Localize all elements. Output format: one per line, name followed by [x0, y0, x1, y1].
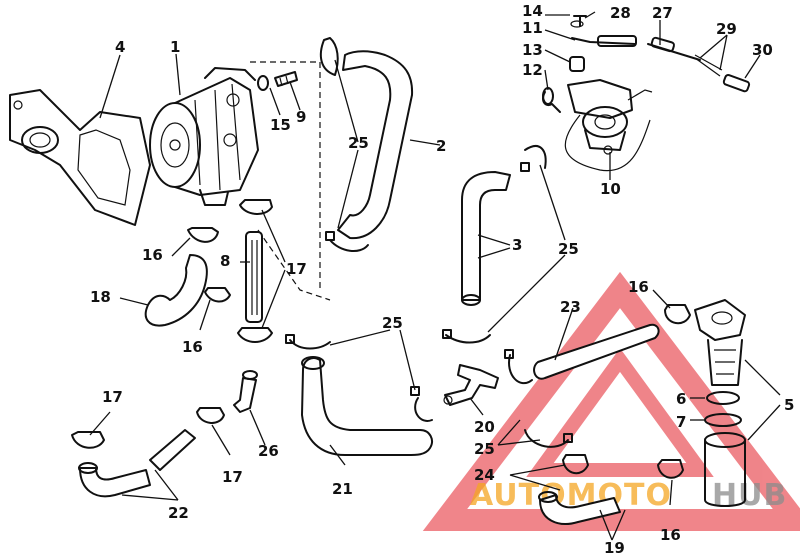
callout-16-c: 16 [628, 278, 649, 296]
electric-pump [564, 79, 653, 172]
clamp-16-a [187, 227, 219, 243]
hose-21 [301, 356, 433, 457]
hose-23 [533, 323, 660, 380]
callout-16-a: 16 [142, 246, 163, 264]
callout-14: 14 [522, 2, 543, 20]
callout-19: 19 [604, 539, 625, 556]
clamp-17-top [239, 199, 273, 215]
callout-18: 18 [90, 288, 111, 306]
callout-10: 10 [600, 180, 621, 198]
callout-25-d: 25 [474, 440, 495, 458]
clamp-25-right-top [524, 145, 547, 169]
watermark-text-grey: HUB [712, 478, 787, 513]
callout-30: 30 [752, 41, 773, 59]
callout-2: 2 [436, 137, 446, 155]
callout-8: 8 [220, 252, 230, 270]
callout-16-d: 16 [660, 526, 681, 544]
clamp-25-left [289, 339, 331, 350]
clamp-16-c [664, 304, 691, 325]
callout-29: 29 [716, 20, 737, 38]
clamp-tab [325, 231, 335, 241]
hose-2 [337, 50, 414, 240]
dashed-link-2 [257, 229, 331, 301]
callout-24: 24 [474, 466, 495, 484]
callout-22: 22 [168, 504, 189, 522]
callout-11: 11 [522, 19, 543, 37]
callout-3: 3 [512, 236, 522, 254]
screw-and-washer [257, 71, 298, 91]
callout-numbers: 1 4 2 25 15 9 14 28 11 13 12 27 29 30 10… [90, 2, 794, 556]
wire-and-fittings [542, 15, 751, 113]
callout-17-a: 17 [286, 260, 307, 278]
callout-23: 23 [560, 298, 581, 316]
callout-21: 21 [332, 480, 353, 498]
callout-12: 12 [522, 61, 543, 79]
clamp-24 [562, 454, 589, 475]
clamp-16-b [204, 287, 231, 303]
callout-17-b: 17 [102, 388, 123, 406]
clamp-25-top [319, 37, 339, 76]
callout-17-c: 17 [222, 468, 243, 486]
callout-9: 9 [296, 108, 306, 126]
mounting-bracket [9, 89, 151, 226]
callout-1: 1 [170, 38, 180, 56]
fuel-pump-assembly [149, 67, 259, 206]
clamp-25-bottom [329, 239, 369, 252]
hose-19 [539, 494, 621, 525]
callout-25-a: 25 [348, 134, 369, 152]
elbow-26 [233, 377, 257, 413]
callout-27: 27 [652, 4, 673, 22]
callout-25-c: 25 [382, 314, 403, 332]
callout-13: 13 [522, 41, 543, 59]
callout-20: 20 [474, 418, 495, 436]
sight-tube-8 [245, 231, 263, 323]
dashed-link-1 [250, 61, 321, 290]
callout-6: 6 [676, 390, 686, 408]
callout-28: 28 [610, 4, 631, 22]
clamp-17-c [196, 407, 225, 424]
clamp-17-d [71, 431, 105, 449]
hose-3 [461, 171, 511, 306]
tee-fitting-20 [443, 364, 499, 406]
clamp-17-bottom [237, 327, 273, 343]
callout-25-b: 25 [558, 240, 579, 258]
clamp-25-mid [445, 334, 491, 344]
callout-7: 7 [676, 413, 686, 431]
clamp-tab-2 [520, 162, 530, 172]
hoses-22 [78, 429, 196, 498]
clamp-25-lower [414, 397, 433, 422]
clamp-16-d [657, 459, 684, 479]
hose-18 [144, 254, 208, 327]
callout-4: 4 [115, 38, 125, 56]
fuel-filter-5 [694, 299, 746, 507]
callout-5: 5 [784, 396, 794, 414]
callout-26: 26 [258, 442, 279, 460]
leader-lines [89, 11, 781, 541]
clamp-25-e [508, 354, 533, 385]
callout-15: 15 [270, 116, 291, 134]
callout-16-b: 16 [182, 338, 203, 356]
